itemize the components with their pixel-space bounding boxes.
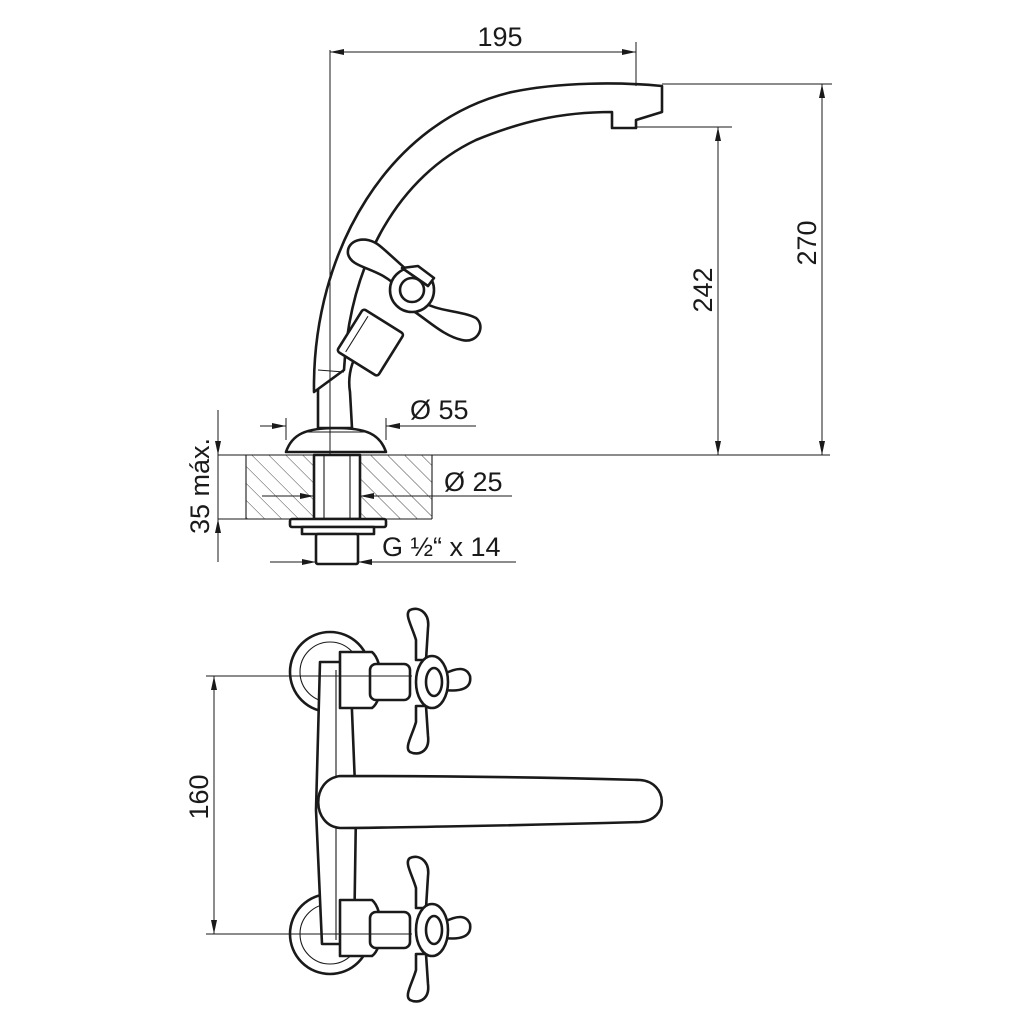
lower-valve [338, 855, 472, 1003]
cross-handle-side [346, 238, 482, 342]
spout [312, 82, 664, 394]
dimension-base-diameter: Ø 55 [260, 395, 476, 440]
dim-label-160: 160 [184, 774, 214, 819]
spout-top-view [317, 774, 664, 830]
dim-label-242: 242 [688, 267, 718, 312]
dim-label-diameter-55: Ø 55 [410, 395, 469, 425]
valve-cartridge [336, 308, 405, 377]
dimension-hole-diameter: Ø 25 [262, 467, 512, 499]
dim-label-35-max: 35 máx. [185, 438, 215, 534]
side-view [218, 82, 830, 566]
dimension-total-height: 270 [662, 83, 832, 455]
countertop-section [218, 454, 830, 520]
dim-label-thread: G ½“ x 14 [382, 532, 501, 562]
dimension-thread: G ½“ x 14 [270, 532, 516, 565]
dimension-outlet-height: 242 [636, 126, 732, 455]
mounting-shank [288, 453, 388, 566]
dim-label-diameter-25: Ø 25 [444, 467, 503, 497]
dimension-spout-reach: 195 [329, 22, 637, 455]
dimension-center-distance: 160 [184, 675, 412, 935]
dimension-max-thickness: 35 máx. [185, 410, 221, 562]
upper-valve [338, 607, 472, 755]
dim-label-270: 270 [792, 220, 822, 265]
top-view [288, 607, 664, 1003]
dim-label-195: 195 [477, 22, 522, 52]
